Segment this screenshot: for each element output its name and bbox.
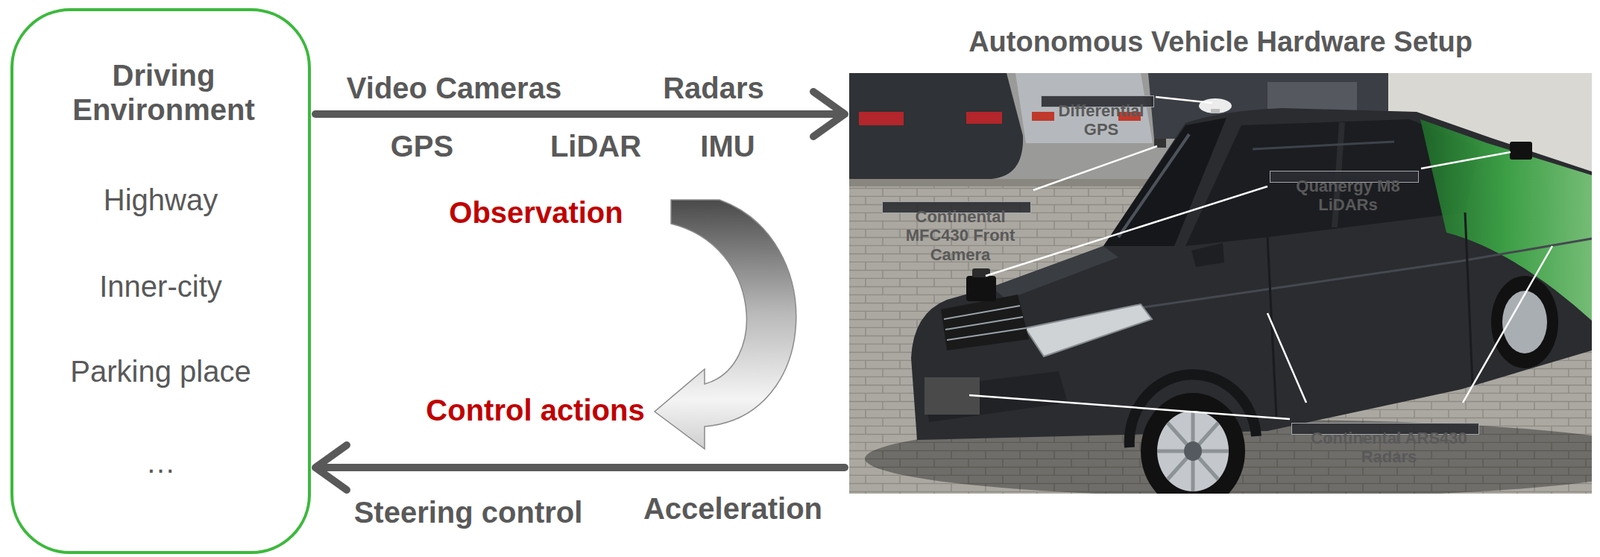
vehicle-photo [849, 73, 1592, 494]
callout-text: Quanergy M8 LiDARs [1277, 176, 1419, 215]
signal-label: Radars [662, 70, 765, 106]
arrow-shaft [319, 463, 845, 472]
arrow-shaft [315, 110, 842, 118]
environment-item: … [146, 445, 176, 480]
arrow-head [315, 445, 347, 490]
environment-item: Parking place [70, 354, 251, 389]
environment-item: Inner-city [99, 269, 223, 304]
signal-label: Steering control [354, 495, 584, 530]
callout-text: Differential GPS [1049, 101, 1154, 140]
flow-arrow [315, 445, 845, 490]
box-heading: Driving Environment [52, 58, 276, 127]
loop-arrow [654, 199, 797, 449]
callout-box: Quanergy M8 LiDARs [1269, 170, 1419, 183]
signal-label: Video Cameras [346, 70, 562, 106]
arrow-head [813, 91, 845, 137]
hardware-photo-panel: Autonomous Vehicle Hardware SetupDiffere… [849, 20, 1592, 494]
callout-box: Continental ARS430 Radars [1291, 422, 1480, 435]
callout-text: Continental ARS430 Radars [1299, 428, 1479, 467]
signal-label: Acceleration [643, 491, 823, 526]
signal-label: LiDAR [550, 128, 642, 164]
signal-label: IMU [700, 128, 755, 164]
leader-lines [969, 96, 1553, 420]
callout-text: Continental MFC430 Front Camera [890, 207, 1031, 264]
signal-label: GPS [390, 128, 454, 164]
stage-label: Observation [448, 195, 623, 230]
panel-title: Autonomous Vehicle Hardware Setup [968, 26, 1473, 59]
environment-box: Driving EnvironmentHighwayInner-cityPark… [10, 8, 311, 554]
environment-item: Highway [103, 182, 218, 217]
callout-box: Continental MFC430 Front Camera [882, 201, 1032, 214]
callout-box: Differential GPS [1040, 95, 1155, 108]
stage-label: Control actions [425, 392, 645, 428]
